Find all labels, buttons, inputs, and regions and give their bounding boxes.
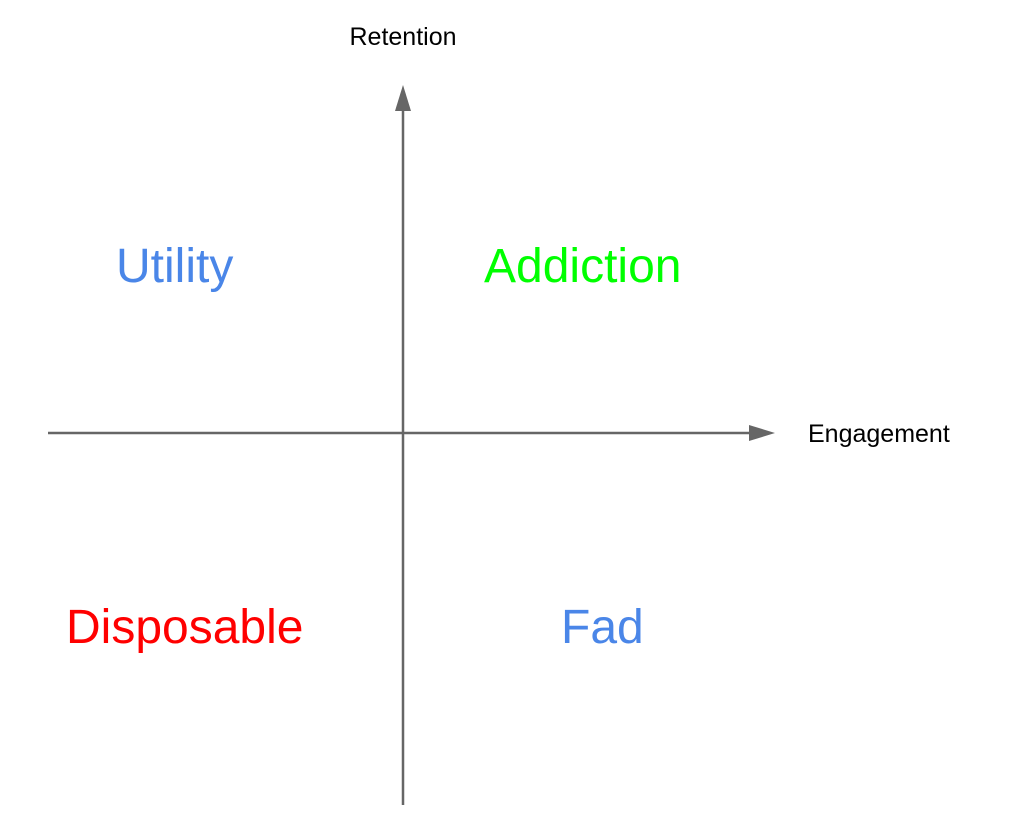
x-axis-label: Engagement xyxy=(808,420,950,448)
y-axis-label: Retention xyxy=(349,23,457,51)
x-axis-arrowhead-icon xyxy=(749,425,775,441)
quadrant-label-bottom-left: Disposable xyxy=(66,601,304,654)
quadrant-label-top-left: Utility xyxy=(116,240,234,293)
quadrant-label-bottom-right: Fad xyxy=(561,601,644,654)
y-axis-arrowhead-icon xyxy=(395,85,411,111)
quadrant-label-top-right: Addiction xyxy=(484,240,682,293)
